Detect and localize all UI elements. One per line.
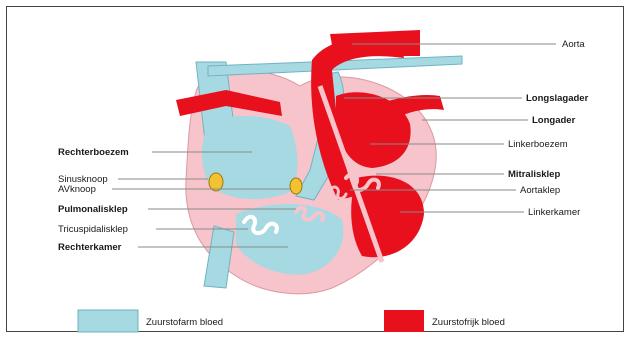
label-linkerboezem: Linkerboezem [508,139,568,150]
label-rechterkamer: Rechterkamer [58,242,122,253]
label-aorta: Aorta [562,39,585,50]
label-aortaklep: Aortaklep [520,185,560,196]
label-longader: Longader [532,115,576,126]
label-linkerkamer: Linkerkamer [528,207,580,218]
legend-label-oxygen-rich: Zuurstofrijk bloed [432,317,505,328]
legend-label-oxygen-poor: Zuurstofarm bloed [146,317,223,328]
label-longslagader: Longslagader [526,93,589,104]
label-mitralisklep: Mitralisklep [508,169,560,180]
sinus-node [209,173,223,191]
label-pulmonalisklep: Pulmonalisklep [58,204,128,215]
label-rechterboezem: Rechterboezem [58,147,129,158]
label-avknoop: AVknoop [58,184,96,195]
av-node [290,178,302,194]
legend-swatch-oxygen-poor [78,310,138,332]
label-tricuspidalisklep: Tricuspidalisklep [58,224,128,235]
legend-swatch-oxygen-rich [384,310,424,332]
aorta-top [330,30,420,56]
